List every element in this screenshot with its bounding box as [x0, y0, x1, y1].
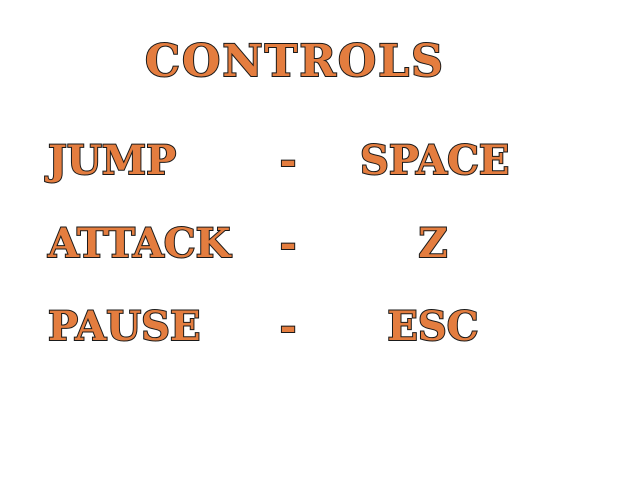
control-row-attack: ATTACK - Z: [0, 214, 620, 274]
separator-dash: -: [279, 219, 298, 268]
control-row-pause: PAUSE - ESC: [0, 297, 620, 357]
action-label-pause: PAUSE: [47, 302, 201, 351]
action-label-attack: ATTACK: [47, 219, 231, 268]
separator-dash: -: [279, 136, 298, 185]
key-label-esc: ESC: [386, 302, 479, 351]
key-label-space: SPACE: [359, 136, 510, 185]
action-label-jump: JUMP: [47, 136, 177, 185]
control-row-jump: JUMP - SPACE: [0, 131, 620, 191]
separator-dash: -: [279, 302, 298, 351]
key-label-z: Z: [417, 219, 448, 268]
controls-title: CONTROLS: [144, 35, 445, 88]
